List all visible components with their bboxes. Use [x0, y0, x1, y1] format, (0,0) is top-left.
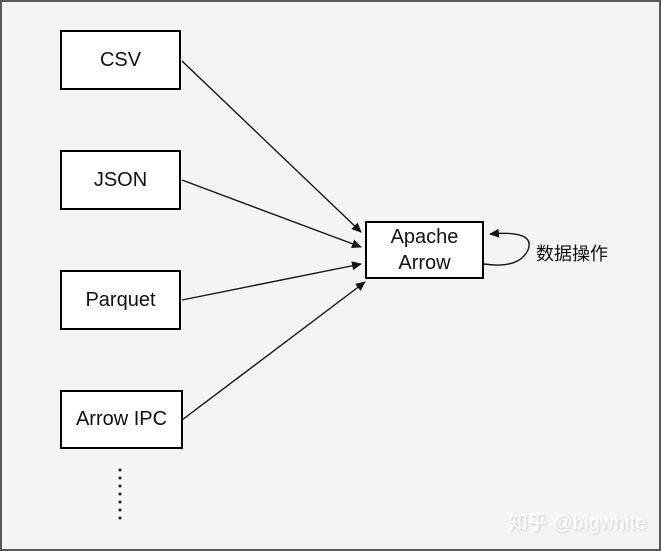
node-apache-arrow: Apache Arrow — [365, 221, 484, 279]
watermark-text: 知乎 @bigwhite — [508, 513, 647, 534]
node-apache-arrow-label-line2: Arrow — [398, 252, 451, 274]
arrow-json-to-apache-arrow — [181, 179, 362, 249]
arrow-arrowipc-to-apache-arrow — [181, 281, 366, 421]
node-csv: CSV — [60, 30, 181, 90]
node-arrow-ipc: Arrow IPC — [60, 390, 183, 449]
node-parquet: Parquet — [60, 270, 181, 330]
node-json-label: JSON — [93, 168, 148, 191]
node-apache-arrow-label-line1: Apache — [390, 226, 459, 248]
node-parquet-label: Parquet — [85, 288, 156, 311]
arrow-parquet-to-apache-arrow — [181, 261, 362, 301]
ellipsis-dots — [118, 468, 122, 520]
self-loop-arrow — [483, 228, 530, 266]
arrow-csv-to-apache-arrow — [181, 60, 362, 233]
node-json: JSON — [60, 150, 181, 210]
self-loop-label: 数据操作 — [536, 244, 608, 264]
node-arrow-ipc-label: Arrow IPC — [75, 408, 168, 430]
node-csv-label: CSV — [99, 48, 142, 71]
